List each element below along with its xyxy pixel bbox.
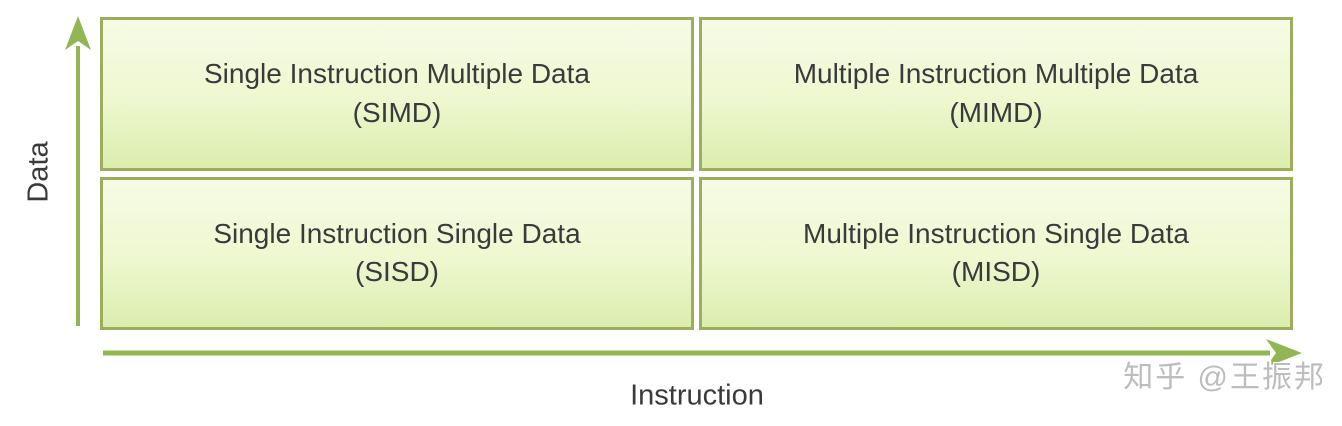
x-axis-arrowhead-icon xyxy=(1266,339,1302,367)
quadrant-grid: Single Instruction Multiple Data (SIMD) … xyxy=(100,17,1293,330)
quadrant-mimd-abbr: (MIMD) xyxy=(949,96,1043,128)
quadrant-mimd: Multiple Instruction Multiple Data (MIMD… xyxy=(699,17,1293,171)
quadrant-misd-abbr: (MISD) xyxy=(951,256,1041,288)
y-axis-label: Data xyxy=(22,141,55,203)
quadrant-simd-title: Single Instruction Multiple Data xyxy=(204,58,590,90)
quadrant-misd-title: Multiple Instruction Single Data xyxy=(803,217,1189,249)
quadrant-simd-abbr: (SIMD) xyxy=(352,96,442,128)
quadrant-mimd-title: Multiple Instruction Multiple Data xyxy=(793,58,1199,90)
quadrant-sisd-title: Single Instruction Single Data xyxy=(213,217,581,249)
quadrant-misd: Multiple Instruction Single Data (MISD) xyxy=(699,176,1293,330)
y-axis-arrowhead-icon xyxy=(65,16,91,50)
quadrant-sisd-abbr: (SISD) xyxy=(355,256,439,288)
quadrant-simd: Single Instruction Multiple Data (SIMD) xyxy=(100,17,694,171)
x-axis-label: Instruction xyxy=(630,379,764,412)
quadrant-sisd: Single Instruction Single Data (SISD) xyxy=(100,176,694,330)
watermark: 知乎 @王振邦 xyxy=(1123,361,1326,394)
